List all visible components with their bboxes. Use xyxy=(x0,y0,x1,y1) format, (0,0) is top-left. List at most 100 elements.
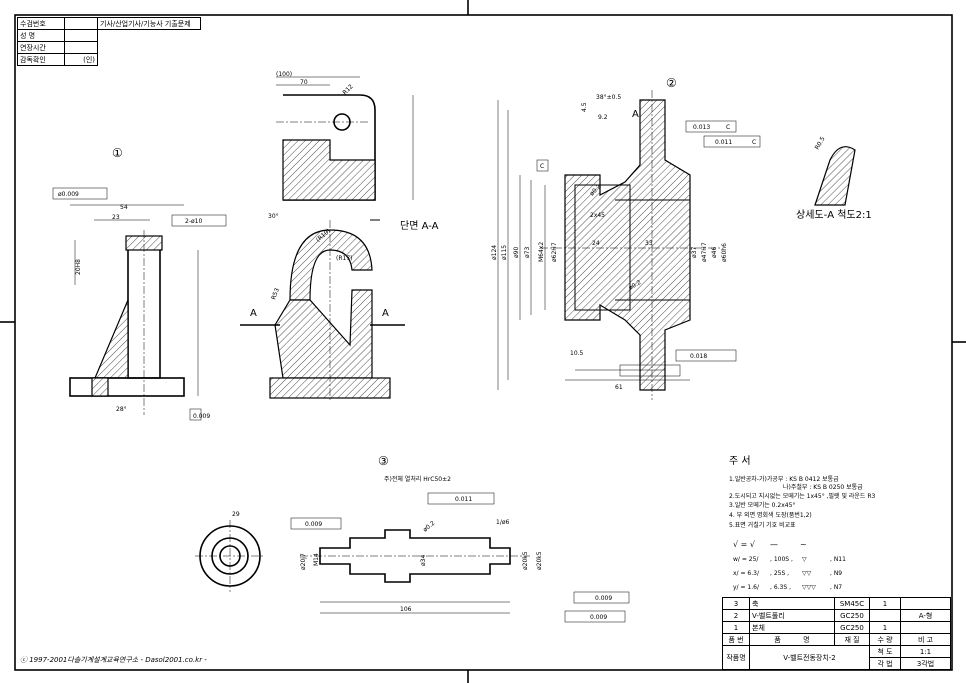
title-label: 작품명 xyxy=(722,645,750,670)
detail-label: 상세도-A 척도2:1 xyxy=(796,209,872,221)
dim: 106 xyxy=(400,606,412,613)
copyright-footer: ⓒ 1997-2001다솔기계설계교육연구소 - Dasol2001.co.kr… xyxy=(20,656,207,664)
dim: ø0.2 xyxy=(422,520,437,534)
dim: 28° xyxy=(116,406,127,413)
detail-mark: A xyxy=(632,109,639,120)
dim: ø37 xyxy=(691,247,698,258)
dim: 61 xyxy=(615,384,623,391)
svg-text:▽: ▽ xyxy=(802,556,807,563)
dim: 0.009 xyxy=(595,595,612,602)
dim: 0.009 xyxy=(590,614,607,621)
dim: 0.011 xyxy=(715,139,732,146)
dim: 0.009 xyxy=(305,521,322,528)
dim: C xyxy=(752,139,756,146)
notes-title: 주 서 xyxy=(729,455,751,467)
dim: 2x45 xyxy=(590,212,605,219)
section-label: 단면 A-A xyxy=(400,220,439,232)
svg-text:▽▽: ▽▽ xyxy=(802,570,812,577)
dim: ø73 xyxy=(524,247,531,258)
dim: (R17) xyxy=(336,255,353,262)
svg-text:, N11: , N11 xyxy=(830,556,846,563)
pulley-section xyxy=(497,90,761,400)
dim: ø90 xyxy=(513,247,520,258)
dim: 4.5 xyxy=(581,102,588,112)
heat-treatment-note: 주)전체 열처리 HrC50±2 xyxy=(384,475,451,483)
roughness-row: x/ = 6.3/ xyxy=(733,570,760,577)
dim: 10.5 xyxy=(570,350,584,357)
dim: (100) xyxy=(276,71,292,78)
note-item: 1.일반공차-가)가공부 : KS B 0412 보통급 xyxy=(729,475,839,483)
dim: 0.018 xyxy=(690,353,707,360)
dim: ø46 xyxy=(711,247,718,258)
dim: 0.011 xyxy=(455,496,472,503)
header-label: 감독확인 xyxy=(17,53,65,66)
dim: ø34 xyxy=(420,555,427,566)
drawing-border xyxy=(14,14,953,671)
dim: ø0.009 xyxy=(58,191,79,198)
drawing-title: V-벨트전동장치-2 xyxy=(749,645,870,670)
note-item: 5.표면 거칠기 기호 비교표 xyxy=(729,521,796,529)
dim: 38°±0.5 xyxy=(596,94,621,101)
dim: ø47H7 xyxy=(701,242,708,262)
note-item: 2.도시되고 지시없는 모떼기는 1x45° ,필렛 및 라운드 R3 xyxy=(729,492,876,500)
dim: ø62H7 xyxy=(551,242,558,262)
note-item: 3.일반 모떼기는 0.2x45° xyxy=(729,501,795,509)
dim: 30° xyxy=(268,213,279,220)
dim: C xyxy=(540,163,544,170)
section-mark-right: A xyxy=(382,308,389,319)
dim: 70 xyxy=(300,79,308,86)
detail-a xyxy=(814,146,856,206)
dim: M14 xyxy=(313,553,320,566)
section-mark-left: A xyxy=(250,308,257,319)
projection-value: 3각법 xyxy=(900,657,951,670)
svg-text:▽▽▽: ▽▽▽ xyxy=(802,584,816,591)
dim: 0.009 xyxy=(193,413,210,420)
dim: 1/ø6 xyxy=(496,519,510,526)
svg-text:, 6.3S ,: , 6.3S , xyxy=(770,584,791,591)
dim: 0.013 xyxy=(693,124,710,131)
dim: ø20k5 xyxy=(536,551,543,570)
header-label: 성 명 xyxy=(17,29,65,42)
dim: R53 xyxy=(270,287,281,301)
dim: 20H8 xyxy=(75,259,82,275)
roughness-row: w/ = 25/ xyxy=(733,556,759,563)
dim: ø20j7 xyxy=(300,553,307,570)
header-label: 수검번호 xyxy=(17,17,65,30)
header-label: 연장시간 xyxy=(17,41,65,54)
dim: M64x2 xyxy=(538,242,545,262)
dim: 54 xyxy=(120,204,128,211)
section-top-view xyxy=(276,76,414,221)
shaft-view xyxy=(195,492,630,623)
view1-number: ① xyxy=(112,146,123,160)
svg-text:—: — xyxy=(770,540,778,549)
note-item: 나)주철부 : KS B 0250 보통급 xyxy=(783,483,863,491)
dim: R0.5 xyxy=(814,135,827,151)
svg-text:, 100S ,: , 100S , xyxy=(770,556,793,563)
roughness-row: √ = √ xyxy=(733,540,756,549)
dim: ø115 xyxy=(501,245,508,260)
section-front-view xyxy=(240,220,405,400)
svg-text:, N9: , N9 xyxy=(830,570,842,577)
roughness-row: y/ = 1.6/ xyxy=(733,584,760,591)
svg-text:, 25S ,: , 25S , xyxy=(770,570,789,577)
notes: 주 서 1.일반공차-가)가공부 : KS B 0412 보통급 나)주철부 :… xyxy=(729,455,876,591)
note-item: 4. 부 외면 명회색 도장(품번1,2) xyxy=(729,511,812,519)
dim: 23 xyxy=(112,214,120,221)
view1-body-front xyxy=(52,187,227,421)
svg-text:~: ~ xyxy=(800,540,807,549)
dim: 9.2 xyxy=(598,114,608,121)
dim: ø60h6 xyxy=(721,243,728,262)
exam-title: 기사/산업기사/기능사 기출문제 xyxy=(97,17,201,30)
scale-value: 1:1 xyxy=(900,645,951,658)
view3-number: ③ xyxy=(378,454,389,468)
dim: ø124 xyxy=(491,245,498,260)
dim: 24 xyxy=(592,240,600,247)
dim: 33 xyxy=(645,240,653,247)
dim: C xyxy=(726,124,730,131)
